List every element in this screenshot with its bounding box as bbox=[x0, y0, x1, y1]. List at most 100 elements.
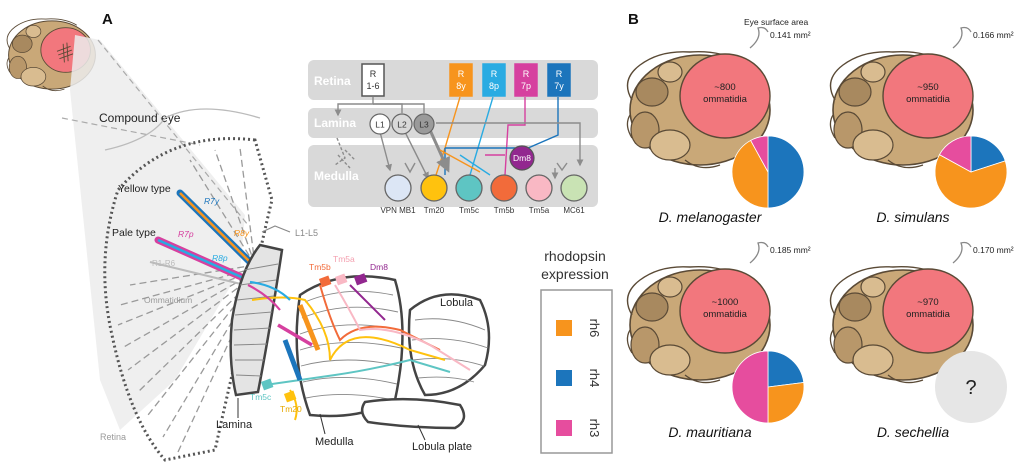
legend-item-rh4: rh4 bbox=[556, 369, 602, 388]
legend-title-line1: rhodopsin bbox=[544, 248, 606, 264]
r7y-label: R7y bbox=[204, 196, 220, 206]
medulla-cell-tm20: Tm20 bbox=[420, 174, 448, 215]
eye-surface-area: 0.166 mm² bbox=[973, 30, 1014, 40]
lamina-cell-label: L2 bbox=[397, 120, 407, 130]
eye-surface-area-caption: Eye surface area bbox=[744, 17, 809, 27]
fly-head bbox=[626, 50, 771, 169]
ommatidia-unit: ommatidia bbox=[703, 94, 748, 105]
ommatidia-count: ~950 bbox=[917, 82, 938, 93]
legend-swatch bbox=[556, 420, 572, 436]
compound-eye bbox=[882, 268, 974, 354]
medulla-cell-label: VPN MB1 bbox=[380, 206, 416, 215]
ommatidium-label: Ommatidium bbox=[144, 295, 192, 305]
receptor-r8y: R8y bbox=[449, 63, 473, 97]
medulla-cell-label: Tm5a bbox=[529, 206, 550, 215]
eye-surface-area: 0.170 mm² bbox=[973, 245, 1014, 255]
ommatidia-unit: ommatidia bbox=[906, 94, 951, 105]
legend-box bbox=[540, 289, 613, 454]
circuit-diagram: Retina Lamina Medulla bbox=[308, 60, 598, 215]
species-name: D. melanogaster bbox=[659, 209, 763, 225]
ommatidia-unit: ommatidia bbox=[703, 309, 748, 320]
compound-eye bbox=[679, 53, 771, 139]
legend-title-line2: expression bbox=[541, 266, 609, 282]
medulla-cell-tm5b: Tm5b bbox=[490, 174, 518, 215]
opsin-pie bbox=[731, 350, 805, 424]
pie-slice-rh4 bbox=[767, 350, 805, 388]
receptor-r1-6: R 1-6 bbox=[361, 63, 385, 97]
r7p-label: R7p bbox=[178, 229, 194, 239]
tm5b-label: Tm5b bbox=[309, 262, 331, 272]
projection-cone bbox=[70, 35, 245, 430]
medulla-cell-tm5c: Tm5c bbox=[455, 174, 483, 215]
receptor-top-label: R bbox=[556, 69, 563, 79]
pie-slice-rh6 bbox=[767, 382, 805, 424]
retina-row-label: Retina bbox=[314, 74, 351, 88]
legend-label: rh6 bbox=[587, 319, 602, 338]
receptor-top-label: R bbox=[523, 69, 530, 79]
legend-swatch bbox=[556, 320, 572, 336]
lamina-cell-l3: L3 bbox=[413, 113, 435, 135]
receptor-bottom-label: 8p bbox=[489, 81, 499, 91]
dm8-label-anatomy: Dm8 bbox=[370, 262, 388, 272]
pie-slice-rh4 bbox=[970, 135, 1006, 173]
medulla-cell-label: Tm5c bbox=[459, 206, 479, 215]
species-name: D. sechellia bbox=[877, 424, 950, 440]
fly-head bbox=[626, 265, 771, 384]
compound-eye bbox=[882, 53, 974, 139]
medulla-cell-label: Tm5b bbox=[494, 206, 515, 215]
ommatidia-unit: ommatidia bbox=[906, 309, 951, 320]
lobula-label: Lobula bbox=[440, 297, 474, 309]
dm8-circuit-label: Dm8 bbox=[513, 153, 531, 163]
receptor-bottom-label: 1-6 bbox=[366, 81, 379, 91]
receptor-r7y: R 7y bbox=[547, 63, 571, 97]
legend-item-rh3: rh3 bbox=[556, 419, 602, 438]
medulla-cell-vpn-mb1: VPN MB1 bbox=[380, 174, 416, 215]
medulla-cell-tm5a: Tm5a bbox=[525, 174, 553, 215]
receptor-bottom-label: 8y bbox=[456, 81, 466, 91]
opsin-pie bbox=[731, 135, 805, 209]
medulla-row-label: Medulla bbox=[314, 169, 359, 183]
pie-slice-rh6 bbox=[934, 154, 1008, 209]
receptor-r8p: R8p bbox=[482, 63, 506, 97]
lamina-label: Lamina bbox=[216, 419, 253, 431]
species-name: D. mauritiana bbox=[668, 424, 751, 440]
pale-type-label: Pale type bbox=[112, 227, 156, 239]
receptor-top-label: R bbox=[370, 69, 377, 79]
lamina-neuropil bbox=[229, 243, 284, 397]
eye-surface-area: 0.141 mm² bbox=[770, 30, 811, 40]
pie-slice-rh6 bbox=[731, 139, 769, 209]
panel-a-letter: A bbox=[102, 11, 113, 28]
tm20-label: Tm20 bbox=[280, 404, 302, 414]
lamina-cell-label: L3 bbox=[419, 120, 429, 130]
dm8-cell: Dm8 bbox=[509, 145, 535, 171]
receptor-bottom-label: 7y bbox=[554, 81, 564, 91]
pie-slice-rh3 bbox=[938, 135, 972, 173]
legend-swatch bbox=[556, 370, 572, 386]
l1-l5-label: L1-L5 bbox=[295, 228, 318, 238]
receptor-bottom-label: 7p bbox=[521, 81, 531, 91]
lamina-row-label: Lamina bbox=[314, 116, 356, 130]
compound-eye bbox=[679, 268, 771, 354]
pie-slice-rh3 bbox=[750, 135, 769, 173]
r1-r6-label: R1-R6 bbox=[152, 259, 176, 268]
receptor-r7p: R 7p bbox=[514, 63, 538, 97]
r8p-label: R8p bbox=[212, 253, 228, 263]
ommatidia-count: ~1000 bbox=[712, 297, 739, 308]
medulla-cell-mc61: MC61 bbox=[560, 174, 588, 215]
fly-head bbox=[829, 50, 974, 169]
lobula-plate-neuropil bbox=[360, 397, 466, 430]
pie-slice-rh3 bbox=[731, 350, 769, 424]
lobula-plate-label: Lobula plate bbox=[412, 441, 472, 453]
legend-label: rh3 bbox=[587, 419, 602, 438]
medulla-cell-label: MC61 bbox=[563, 206, 585, 215]
unknown-pie bbox=[935, 351, 1007, 423]
r8y-label: R8y bbox=[234, 228, 250, 238]
ommatidia-count: ~800 bbox=[714, 82, 735, 93]
legend-label: rh4 bbox=[587, 369, 602, 388]
retina-label: Retina bbox=[100, 432, 126, 442]
tm5c-label: Tm5c bbox=[250, 392, 272, 402]
